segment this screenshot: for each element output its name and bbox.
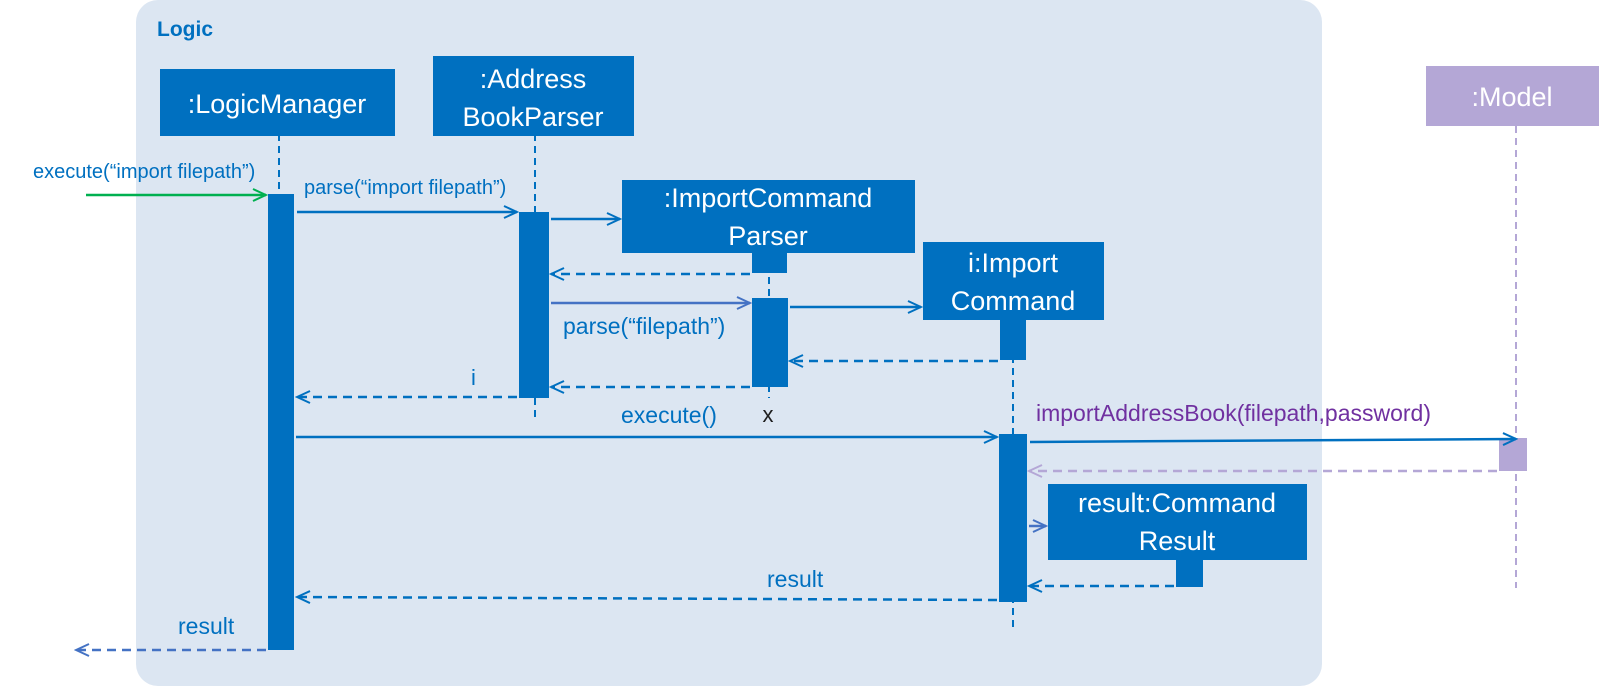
return-label-i: i (471, 365, 476, 390)
activation-logic-manager (268, 194, 294, 650)
participant-command-result-line1: result:Command (1078, 488, 1276, 518)
participant-model: :Model (1426, 66, 1599, 126)
participant-import-command-line1: i:Import (968, 248, 1059, 278)
message-label-execute-call: execute() (621, 402, 717, 428)
return-arrow-result-inner (297, 597, 998, 600)
message-label-import-address-book: importAddressBook(filepath,password) (1036, 400, 1431, 426)
participant-import-command: i:Import Command (923, 242, 1104, 320)
activation-address-book-parser (519, 212, 549, 398)
participant-command-result: result:Command Result (1048, 484, 1307, 560)
return-label-result-outer: result (178, 613, 235, 639)
participant-command-result-line2: Result (1139, 526, 1216, 556)
destroy-marker: x (763, 402, 774, 427)
message-label-parse-filepath: parse(“filepath”) (563, 313, 725, 339)
participant-model-label: :Model (1471, 82, 1552, 112)
participant-import-command-parser-line1: :ImportCommand (664, 183, 873, 213)
return-label-result-inner: result (767, 566, 824, 592)
message-label-parse-import: parse(“import filepath”) (304, 177, 506, 199)
participant-import-command-line2: Command (951, 286, 1076, 316)
participant-import-command-parser-line2: Parser (728, 221, 808, 251)
activation-import-command-constructor (1000, 320, 1026, 360)
participant-address-book-parser: :Address BookParser (433, 56, 634, 136)
participant-address-book-parser-line1: :Address (480, 64, 587, 94)
message-label-execute-import: execute(“import filepath”) (33, 161, 255, 183)
participant-logic-manager: :LogicManager (160, 69, 395, 136)
activation-model (1499, 438, 1527, 471)
activation-command-result (1176, 560, 1203, 587)
participant-logic-manager-label: :LogicManager (188, 89, 367, 119)
activation-import-command-execute (999, 434, 1027, 602)
frame-title: Logic (157, 18, 213, 41)
message-arrow-import-address-book (1029, 439, 1516, 442)
participant-address-book-parser-line2: BookParser (462, 102, 603, 132)
activation-import-command-parser (752, 298, 788, 387)
participant-import-command-parser: :ImportCommand Parser (622, 180, 915, 273)
